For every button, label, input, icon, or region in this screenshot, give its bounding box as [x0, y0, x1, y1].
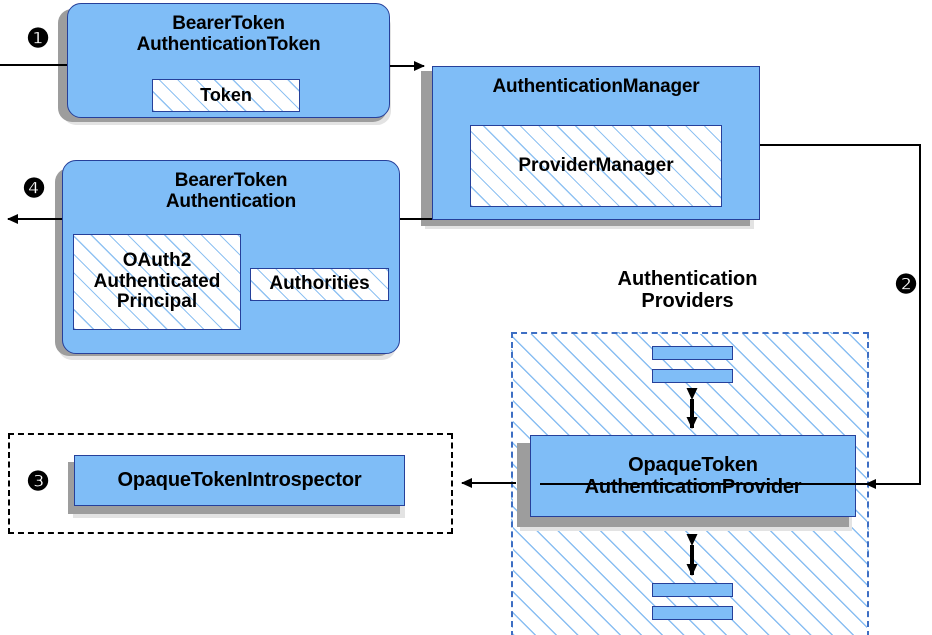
inner-token-box[interactable]: Token	[152, 79, 300, 112]
badge-step-4: ❹	[22, 173, 46, 203]
inner-provider-manager-label: ProviderManager	[518, 154, 674, 176]
bearer-token-authentication-token-title: BearerToken AuthenticationToken	[136, 13, 321, 56]
badge-step-3: ❸	[26, 466, 50, 496]
inner-authorities-box[interactable]: Authorities	[250, 268, 389, 301]
provider-bar-top-1	[652, 346, 733, 360]
introspector-group-container	[8, 433, 453, 534]
bearer-token-authentication-title: BearerToken Authentication	[165, 170, 297, 213]
inner-provider-manager-box[interactable]: ProviderManager	[470, 125, 722, 207]
opaque-token-introspector-title: OpaqueTokenIntrospector	[117, 469, 362, 492]
authentication-providers-label: Authentication Providers	[617, 268, 758, 313]
inner-authorities-label: Authorities	[269, 273, 370, 295]
inner-token-label: Token	[200, 84, 252, 105]
opaque-token-authentication-provider-title: OpaqueToken AuthenticationProvider	[584, 453, 802, 498]
provider-bar-bottom-1	[652, 583, 733, 597]
node-opaque-token-authentication-provider[interactable]: OpaqueToken AuthenticationProvider	[530, 435, 856, 517]
inner-oauth2-authenticated-principal-label: OAuth2 Authenticated Principal	[93, 249, 221, 313]
inner-oauth2-authenticated-principal-box[interactable]: OAuth2 Authenticated Principal	[73, 234, 241, 330]
badge-step-1: ❶	[26, 23, 50, 53]
provider-bar-bottom-2	[652, 606, 733, 620]
provider-bar-top-2	[652, 369, 733, 383]
badge-step-2: ❷	[894, 269, 918, 299]
node-opaque-token-introspector[interactable]: OpaqueTokenIntrospector	[74, 455, 405, 506]
authentication-manager-title: AuthenticationManager	[492, 76, 700, 97]
